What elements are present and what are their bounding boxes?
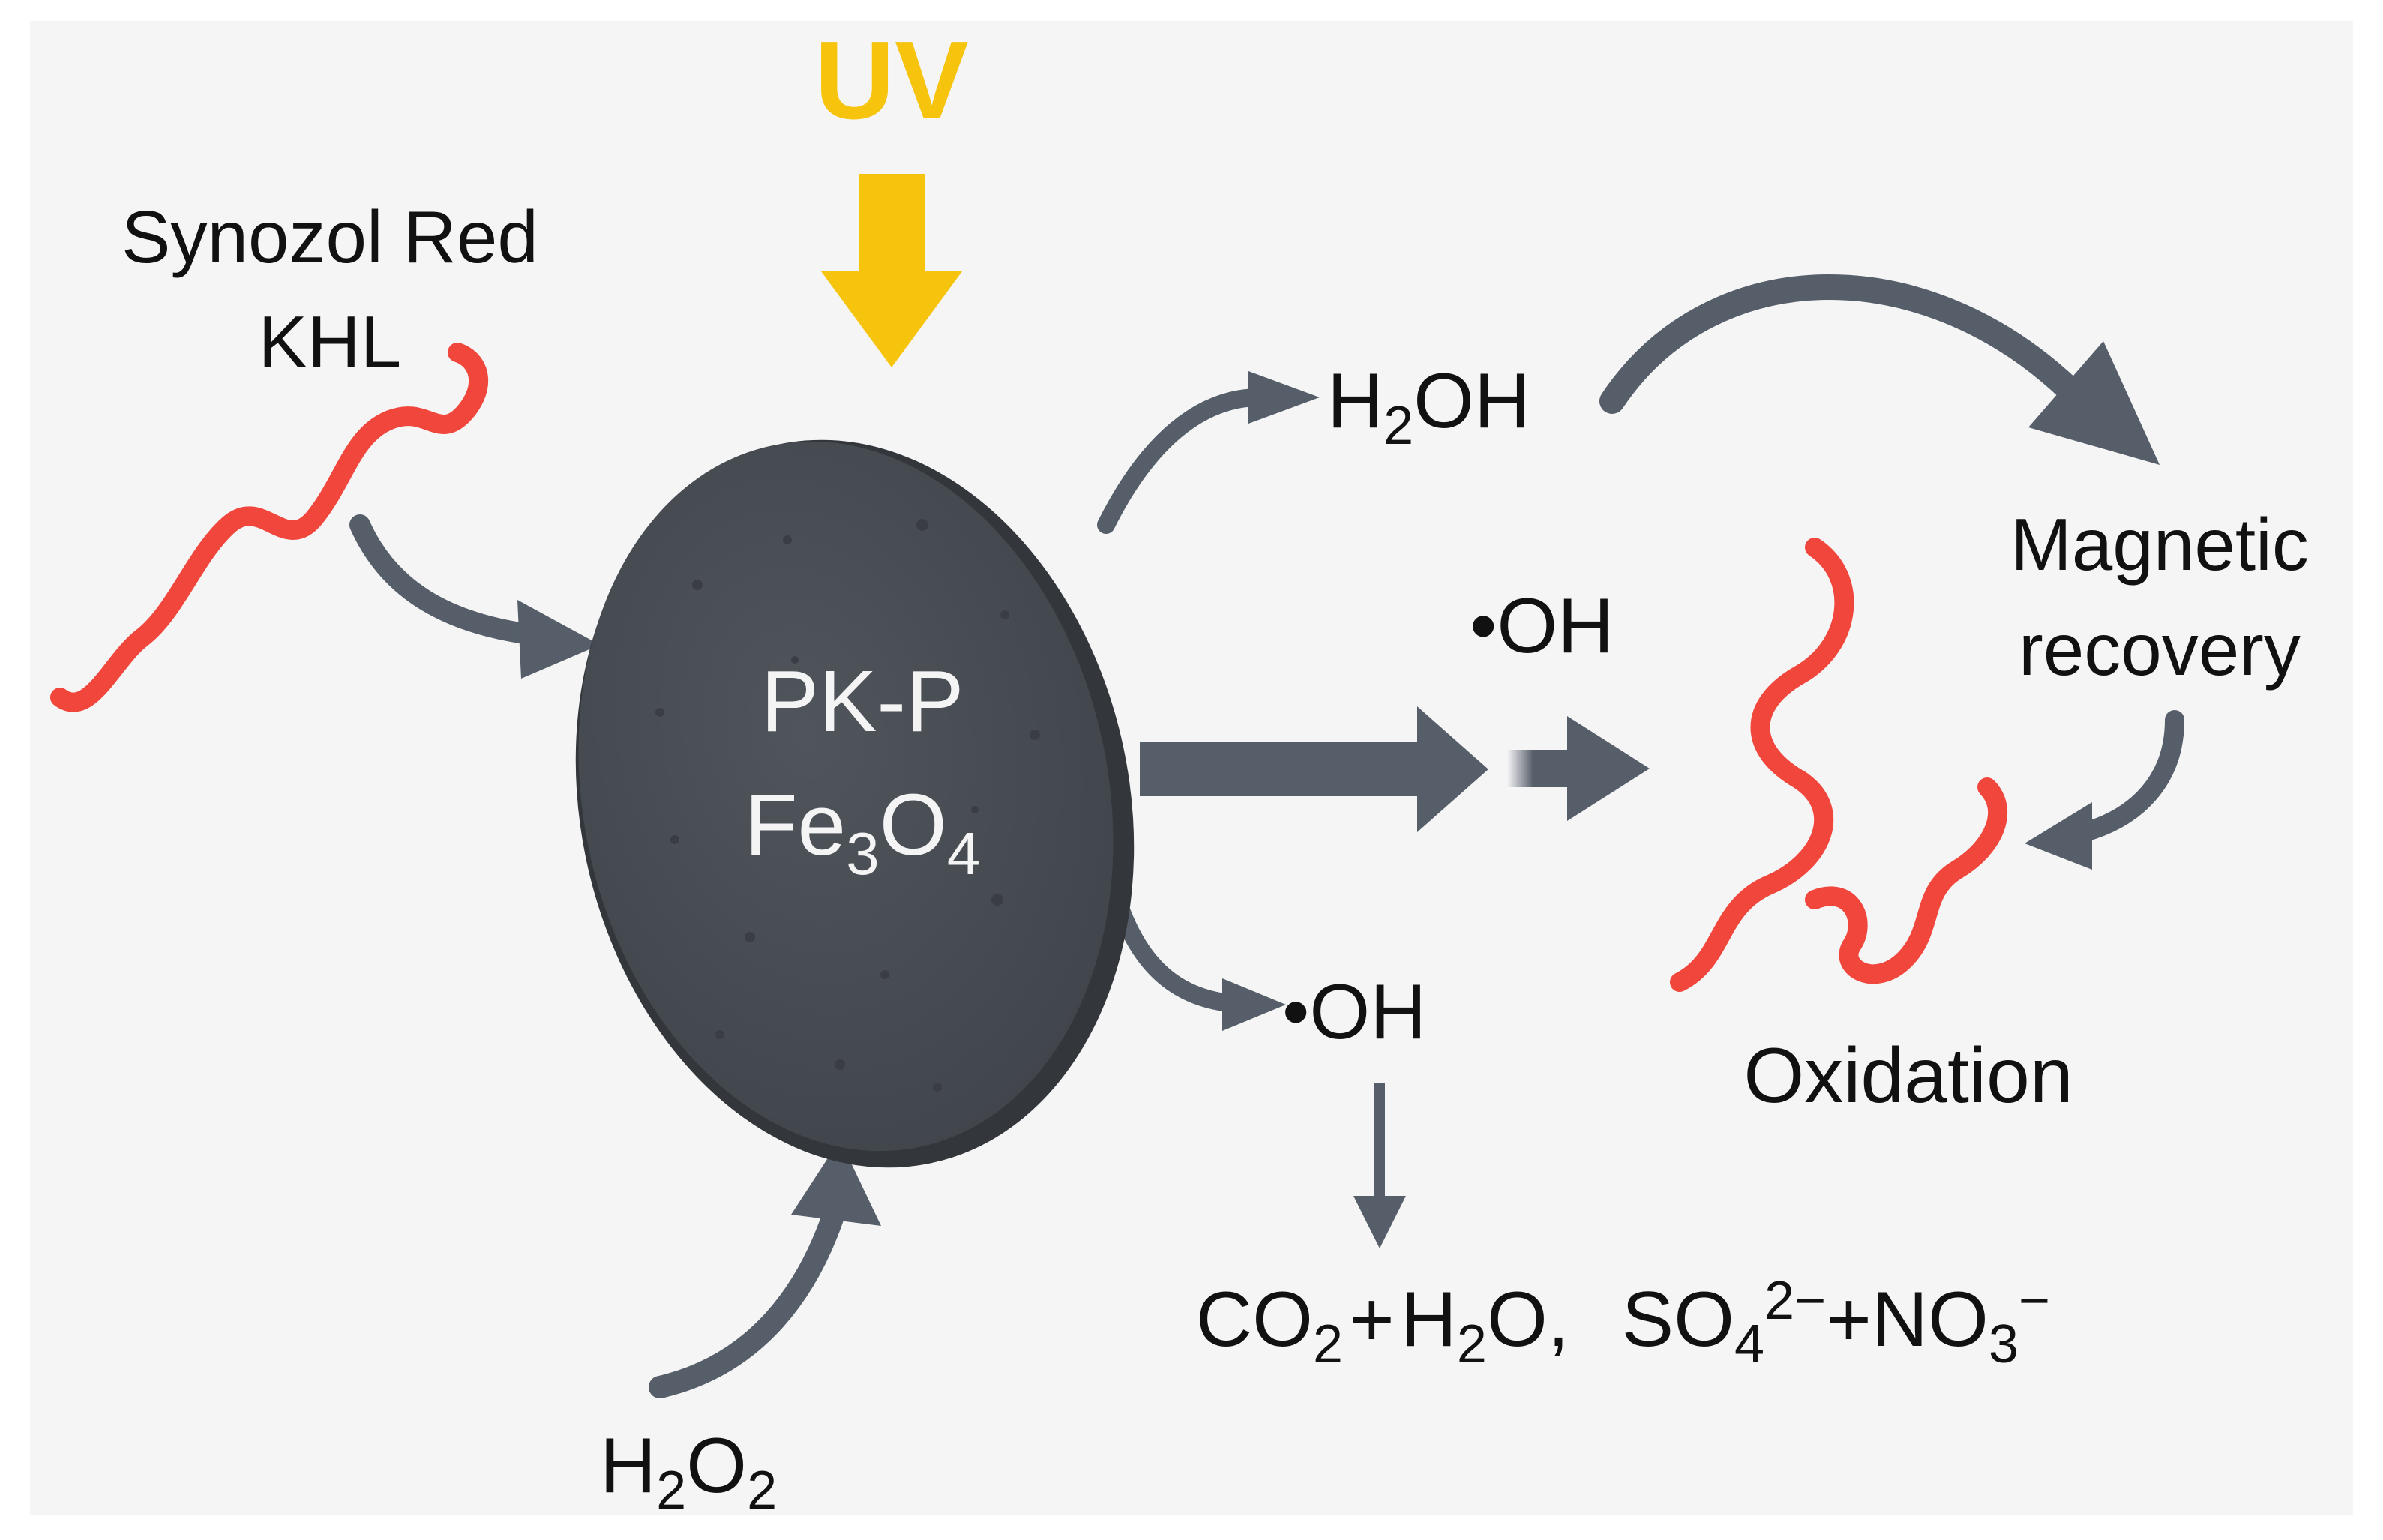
catalyst-particle xyxy=(575,439,1135,1168)
dye-to-catalyst-arrow xyxy=(349,514,600,679)
catalyst-label-line2: Fe3O4 xyxy=(745,776,981,887)
hydroxyl-radical-label-middle: •OH xyxy=(1470,583,1614,670)
magnetic-recovery-arrow-return xyxy=(2025,710,2184,870)
fading-arrow xyxy=(1507,716,1650,821)
magnetic-recovery-label-line1: Magnetic xyxy=(2010,503,2309,586)
uv-label: UV xyxy=(814,19,969,142)
uv-arrow xyxy=(821,174,962,367)
dye-label-line2: KHL xyxy=(259,301,402,383)
hydroxyl-radical-label-lower: •OH xyxy=(1282,969,1426,1056)
oxidation-label: Oxidation xyxy=(1743,1032,2073,1119)
degraded-dye-fragment-icon xyxy=(1805,777,2008,984)
dye-label-line1: Synozol Red xyxy=(121,196,538,278)
main-right-arrow xyxy=(1140,706,1488,832)
h2o2-label: H2O2 xyxy=(600,1422,777,1521)
products-label: CO2+H2O,SO42−+NO3− xyxy=(1196,1271,2050,1374)
dye-wave-icon xyxy=(50,343,488,712)
h2o2-arrow xyxy=(649,1140,881,1398)
catalyst-label-line1: PK-P xyxy=(761,652,964,750)
h2oh-label: H2OH xyxy=(1327,358,1530,456)
arrow-to-products xyxy=(1353,1083,1406,1248)
arrow-to-h2oh xyxy=(1097,371,1320,534)
degraded-dye-wave-icon xyxy=(1670,538,1854,992)
magnetic-recovery-label-line2: recovery xyxy=(2019,608,2301,691)
magnetic-recovery-arrow-top xyxy=(1599,274,2160,465)
